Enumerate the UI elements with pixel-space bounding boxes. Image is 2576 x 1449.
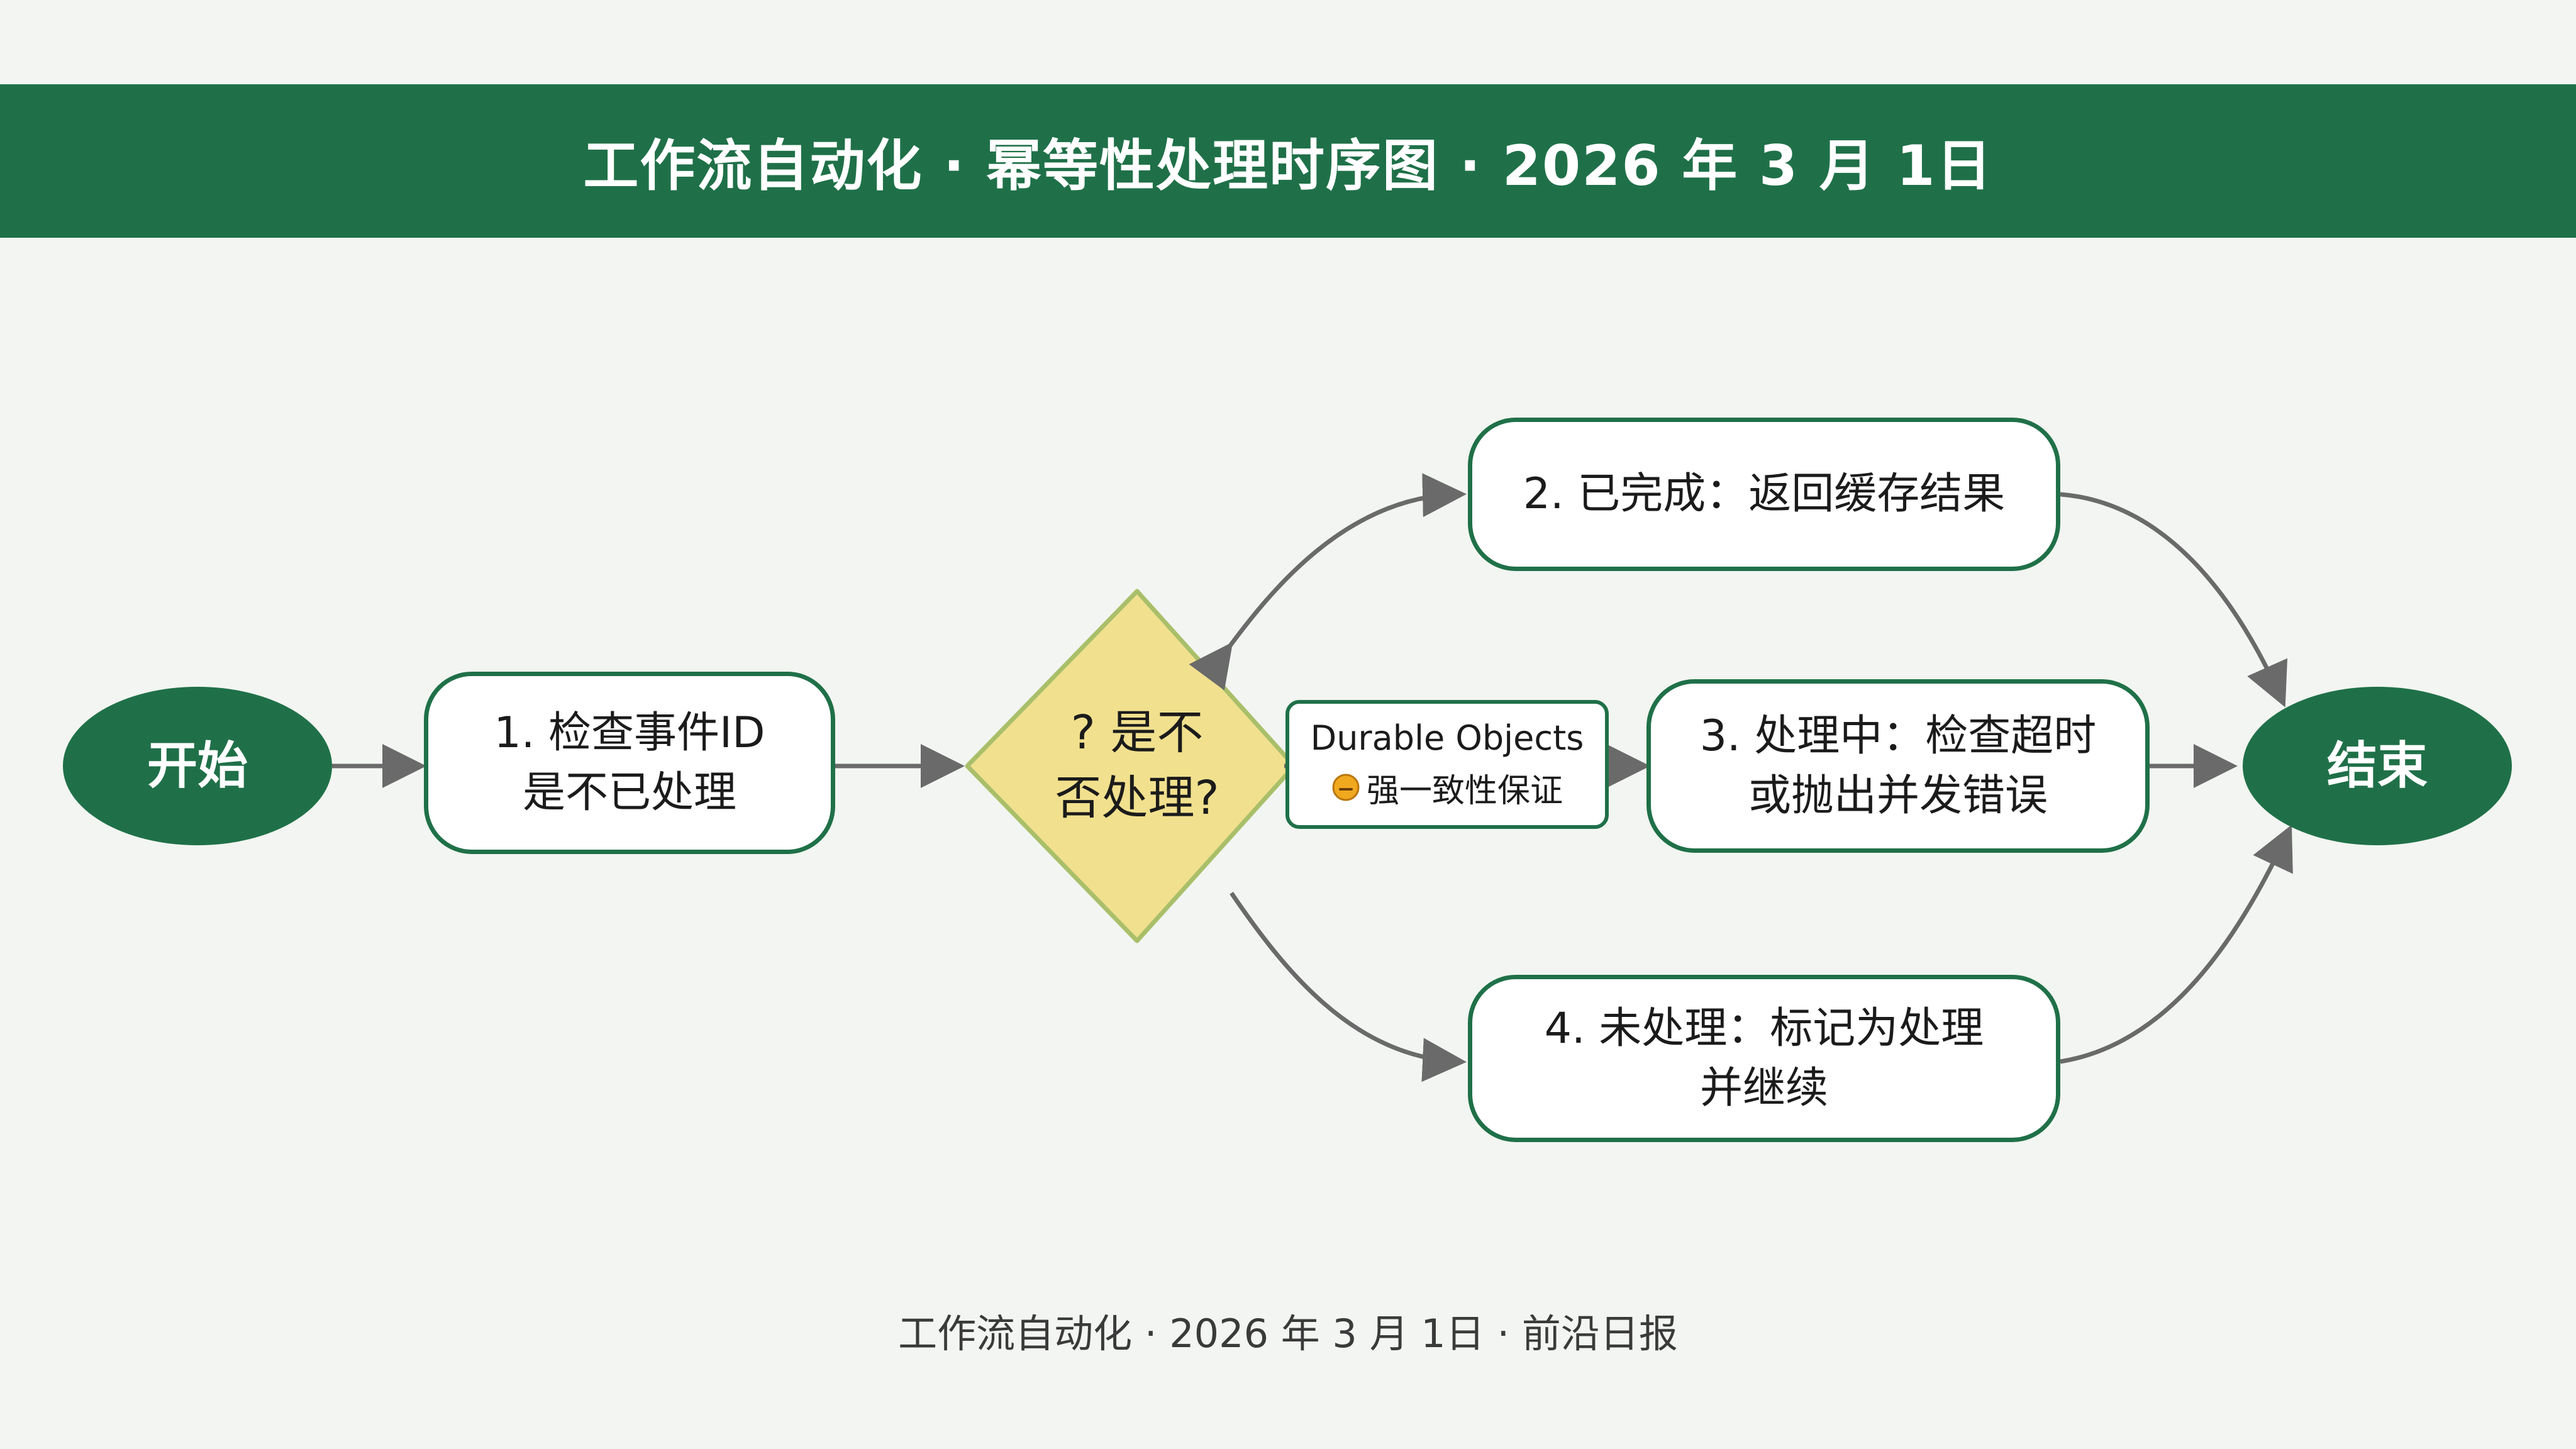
emoji-face-icon [1332,774,1360,801]
check-line-2: 是不已处理 [522,768,736,818]
start-node: 开始 [63,687,332,845]
check-event-id-node: 1. 检查事件ID 是不已处理 [424,672,835,854]
unprocessed-line-2: 并继续 [1699,1063,1828,1113]
check-line-1: 1. 检查事件ID [494,708,765,758]
header-banner: 工作流自动化 · 幂等性处理时序图 · 2026 年 3 月 1日 [0,84,2576,238]
decision-line-2: 否处理? [1055,771,1219,825]
completed-node: 2. 已完成：返回缓存结果 [1468,418,2060,571]
processing-line-1: 3. 处理中：检查超时 [1699,711,2097,761]
decision-line-1: ? 是不 [1070,706,1204,760]
end-node: 结束 [2243,687,2512,845]
durable-objects-note: Durable Objects 强一致性保证 [1285,700,1609,829]
unprocessed-node: 4. 未处理：标记为处理 并继续 [1468,975,2060,1142]
note-title: Durable Objects [1310,718,1584,758]
arrow-completed-to-end [2060,492,2288,708]
completed-label: 2. 已完成：返回缓存结果 [1523,469,2006,519]
note-subtitle-row: 强一致性保证 [1331,764,1563,811]
unprocessed-line-1: 4. 未处理：标记为处理 [1544,1003,1984,1053]
arrow-decision-to-completed [1189,473,1467,691]
processing-line-2: 或抛出并发错误 [1748,771,2048,821]
processing-node: 3. 处理中：检查超时 或抛出并发错误 [1646,679,2150,853]
footer-caption: 工作流自动化 · 2026 年 3 月 1日 · 前沿日报 [898,1311,1678,1357]
arrow-unprocessed-to-end [2060,824,2293,1064]
note-subtitle: 强一致性保证 [1366,772,1563,810]
page-title: 工作流自动化 · 幂等性处理时序图 · 2026 年 3 月 1日 [583,133,1993,198]
decision-node: ? 是不 否处理? [1005,691,1269,841]
end-label: 结束 [2327,736,2428,795]
start-label: 开始 [147,736,248,795]
arrow-decision-to-unprocessed [1230,892,1467,1082]
